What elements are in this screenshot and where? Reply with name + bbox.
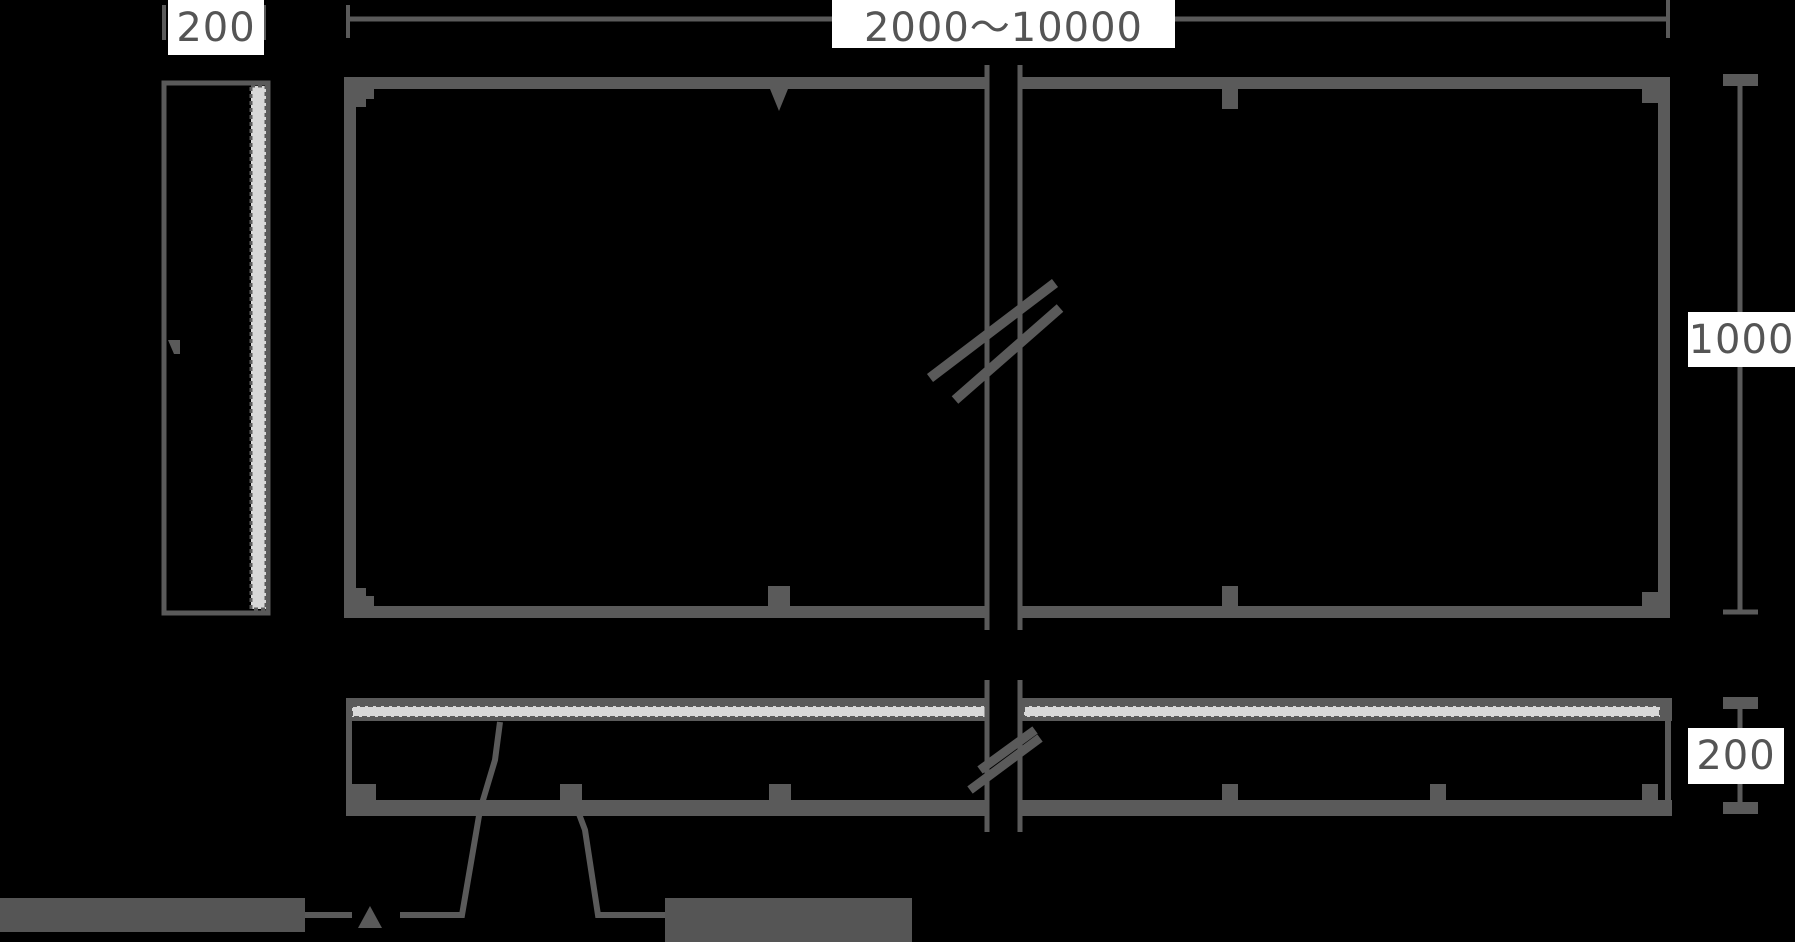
side-width-dimension: 200 — [168, 0, 264, 55]
front-view — [344, 65, 1670, 630]
side-view — [161, 80, 271, 616]
length-dimension: 2000～10000 — [832, 0, 1175, 48]
height-dimension: 1000 — [1688, 312, 1795, 367]
right-callout-label — [665, 898, 912, 942]
section-view — [346, 680, 1672, 832]
depth-dimension: 200 — [1688, 728, 1784, 784]
left-callout-label — [0, 898, 305, 932]
